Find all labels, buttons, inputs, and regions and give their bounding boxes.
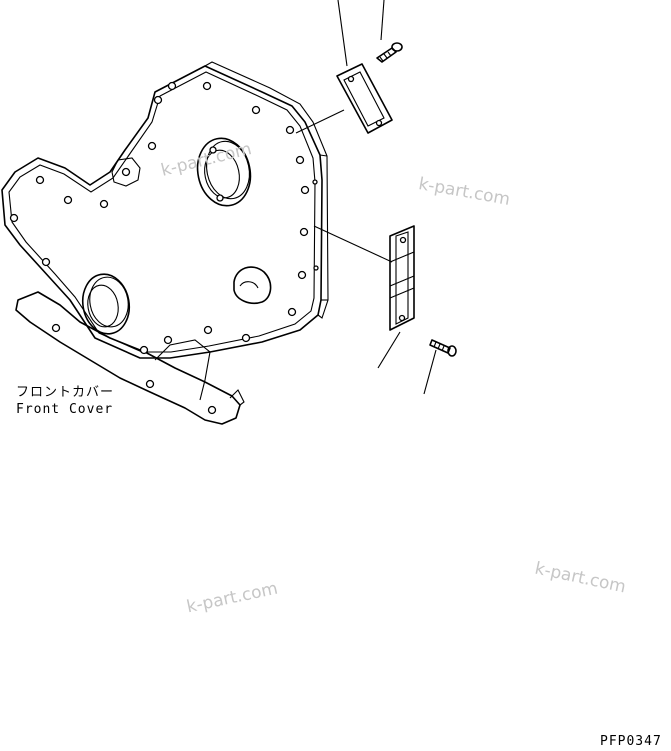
part-name-english: Front Cover (16, 402, 114, 417)
front-cover (1, 61, 329, 425)
lower-oil-seal (81, 273, 131, 335)
leader-lines (295, 0, 437, 395)
side-bolt (429, 339, 457, 357)
top-bolt (376, 42, 403, 63)
cover-dome (233, 266, 272, 305)
part-name-japanese: フロントカバー (16, 385, 115, 400)
top-gasket-plate (336, 63, 393, 134)
drawing-code: PFP0347 (600, 734, 662, 749)
side-gasket-strip (389, 225, 415, 331)
upper-oil-seal (196, 137, 252, 207)
bolt-holes (9, 81, 319, 415)
